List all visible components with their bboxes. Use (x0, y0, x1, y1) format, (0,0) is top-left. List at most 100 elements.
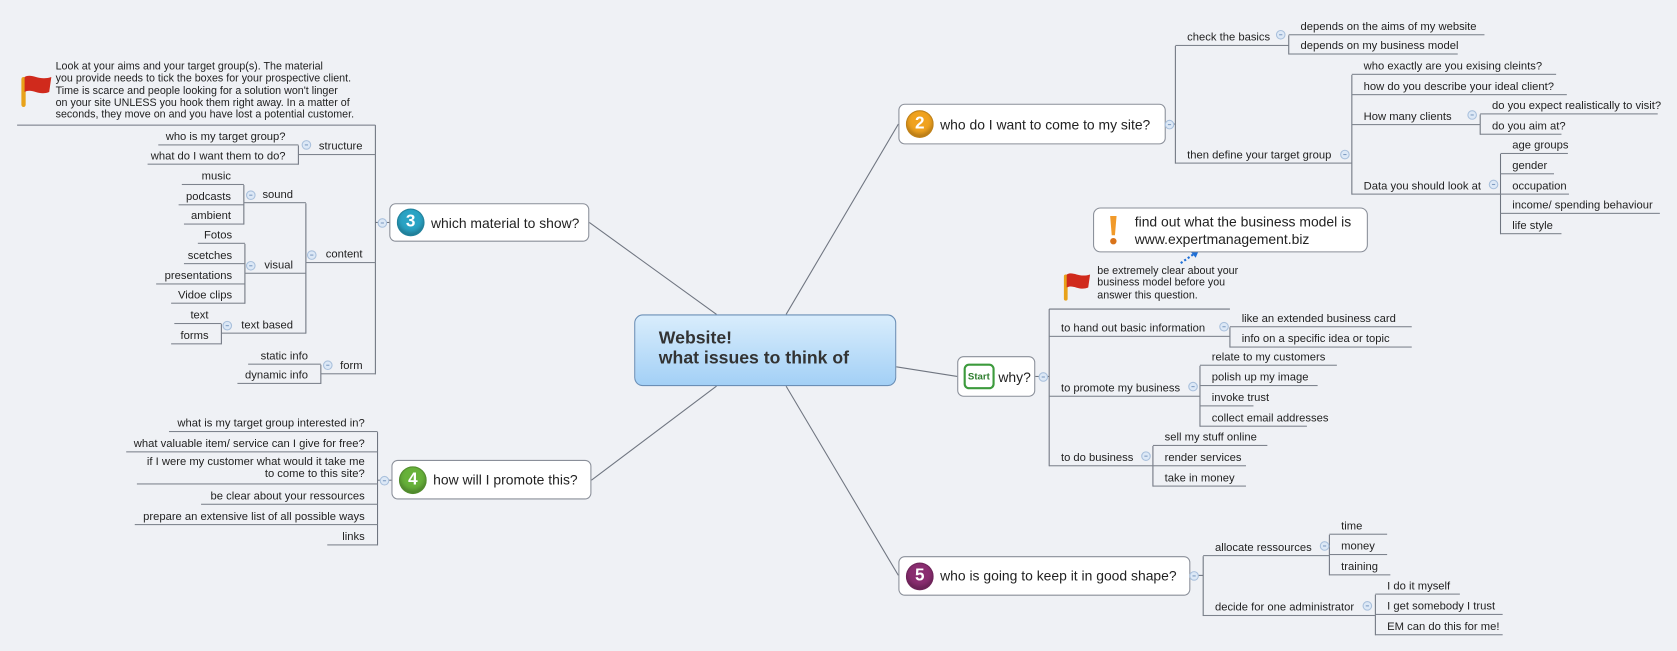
leaf-node[interactable]: static info (248, 349, 321, 365)
leaf-node[interactable]: Fotos (197, 228, 245, 244)
collapse-toggle-icon[interactable] (1339, 149, 1350, 159)
leaf-node[interactable]: what valuable item/ service can I give f… (126, 436, 378, 453)
leaf-node[interactable]: what is my target group interested in? (168, 416, 378, 433)
topic-keep-in-shape[interactable]: 5 who is going to keep it in good shape? (898, 556, 1191, 596)
leaf-node[interactable]: what do I want them to do? (147, 149, 299, 165)
leaf-node[interactable]: gender (1500, 158, 1554, 175)
collapse-toggle-icon[interactable] (245, 189, 256, 200)
topic-which-material[interactable]: 3 which material to show? (389, 203, 590, 242)
link-arrow-icon[interactable] (1180, 252, 1196, 264)
collapse-toggle-icon[interactable] (1319, 540, 1329, 551)
collapse-toggle-icon[interactable] (322, 359, 333, 370)
collapse-toggle-icon[interactable] (376, 217, 387, 228)
collapse-toggle-icon[interactable] (1164, 119, 1174, 129)
subtopic-node[interactable]: text based (221, 318, 306, 334)
collapse-toggle-icon[interactable] (301, 139, 311, 150)
topic-who-to-come[interactable]: 2 who do I want to come to my site? (898, 103, 1166, 145)
subtopic-node[interactable]: allocate ressources (1203, 540, 1330, 557)
leaf-node[interactable]: time (1329, 519, 1388, 535)
leaf-node[interactable]: life style (1500, 218, 1562, 235)
leaf-node[interactable]: income/ spending behaviour (1500, 198, 1660, 214)
subtopic-node[interactable]: Data you should look at (1351, 179, 1501, 195)
leaf-node[interactable]: collect email addresses (1199, 411, 1328, 427)
leaf-node[interactable]: ambient (183, 209, 244, 225)
subtopic-node[interactable]: sound (243, 187, 306, 204)
priority-4-icon: 4 (398, 465, 427, 494)
note-link[interactable]: www.expertmanagement.biz (1134, 231, 1310, 248)
leaf-node[interactable]: info on a specific idea or topic (1229, 332, 1412, 348)
subtopic-node[interactable]: visual (244, 258, 306, 274)
subtopic-node[interactable]: content (305, 247, 376, 264)
why-flag-note: be extremely clear about your business m… (1097, 265, 1239, 302)
collapse-toggle-icon[interactable] (379, 475, 389, 486)
leaf-node[interactable]: polish up my image (1199, 370, 1318, 387)
collapse-toggle-icon[interactable] (1187, 381, 1198, 391)
leaf-node[interactable]: I get somebody I trust (1375, 599, 1503, 615)
leaf-node[interactable]: forms (171, 328, 222, 345)
branch-line (588, 222, 717, 315)
collapse-toggle-icon[interactable] (306, 249, 317, 260)
collapse-toggle-icon[interactable] (221, 320, 232, 330)
subtopic-node[interactable]: check the basics (1175, 30, 1289, 46)
branch-line (785, 123, 899, 315)
subtopic-node[interactable]: How many clients (1351, 109, 1481, 126)
collapse-toggle-icon[interactable] (1037, 371, 1048, 382)
leaf-node[interactable]: do you expect realistically to visit? (1480, 98, 1661, 115)
leaf-node[interactable]: money (1329, 539, 1388, 556)
central-title-line2: what issues to think of (658, 348, 850, 368)
leaf-node[interactable]: who exactly are you exising cleints? (1351, 59, 1557, 75)
collapse-toggle-icon[interactable] (1218, 321, 1229, 332)
topic-label: how will I promote this? (433, 471, 578, 488)
leaf-node[interactable]: render services (1152, 450, 1246, 467)
topic-label: why? (998, 368, 1031, 385)
subtopic-node[interactable]: to do business (1049, 450, 1153, 467)
leaf-node[interactable]: sell my stuff online (1152, 430, 1268, 446)
leaf-node[interactable]: music (181, 169, 244, 186)
leaf-node[interactable]: how do you describe your ideal client? (1351, 79, 1567, 96)
leaf-node[interactable]: relate to my customers (1199, 350, 1337, 366)
leaf-node[interactable]: be clear about your ressources (201, 489, 378, 505)
leaf-node[interactable]: prepare an extensive list of all possibl… (134, 509, 378, 526)
collapse-toggle-icon[interactable] (1275, 29, 1286, 40)
subtopic-node[interactable]: to promote my business (1049, 381, 1200, 397)
leaf-node[interactable]: take in money (1152, 471, 1246, 487)
leaf-node[interactable]: podcasts (178, 189, 244, 206)
leaf-node[interactable]: do you aim at? (1480, 119, 1566, 135)
leaf-node[interactable]: training (1329, 559, 1391, 576)
leaf-node[interactable]: occupation (1500, 179, 1569, 195)
leaf-node[interactable]: scetches (183, 248, 245, 265)
subtopic-node[interactable]: form (320, 358, 376, 375)
leaf-node[interactable]: if I were my customer what would it take… (136, 455, 378, 485)
leaf-node[interactable]: depends on the aims of my website (1288, 19, 1485, 36)
leaf-node[interactable]: I do it myself (1375, 579, 1460, 595)
leaf-node[interactable]: EM can do this for me! (1375, 619, 1503, 636)
subtopic-node[interactable]: then define your target group (1175, 148, 1352, 164)
material-flag-note: Look at your aims and your target group(… (55, 60, 355, 122)
priority-2-icon: 2 (905, 110, 934, 138)
collapse-toggle-icon[interactable] (245, 260, 256, 271)
subtopic-node[interactable]: to hand out basic information (1049, 321, 1230, 337)
central-topic[interactable]: Website! what issues to think of (634, 314, 897, 387)
leaf-node[interactable]: text (174, 308, 222, 325)
leaf-node[interactable]: Vidoe clips (171, 288, 245, 304)
collapse-toggle-icon[interactable] (1466, 109, 1477, 120)
leaf-node[interactable]: like an extended business card (1229, 311, 1412, 328)
red-flag-icon (1063, 273, 1091, 301)
collapse-toggle-icon[interactable] (1488, 179, 1498, 189)
leaf-node[interactable]: links (327, 529, 378, 546)
leaf-node[interactable]: invoke trust (1199, 390, 1269, 407)
leaf-node[interactable]: age groups (1500, 138, 1568, 155)
priority-5-icon: 5 (905, 562, 934, 590)
collapse-toggle-icon[interactable] (1188, 570, 1199, 581)
leaf-node[interactable]: who is my target group? (158, 129, 299, 146)
business-model-note[interactable]: find out what the business model is www.… (1093, 207, 1368, 253)
subtopic-node[interactable]: decide for one administrator (1203, 600, 1376, 617)
leaf-node[interactable]: dynamic info (237, 368, 321, 384)
collapse-toggle-icon[interactable] (1140, 450, 1151, 461)
leaf-node[interactable]: depends on my business model (1288, 39, 1458, 55)
leaf-node[interactable]: presentations (156, 268, 245, 285)
topic-why[interactable]: Start why? (957, 356, 1036, 397)
collapse-toggle-icon[interactable] (1362, 600, 1372, 611)
topic-how-promote[interactable]: 4 how will I promote this? (391, 459, 592, 500)
subtopic-node[interactable]: structure (298, 139, 376, 156)
